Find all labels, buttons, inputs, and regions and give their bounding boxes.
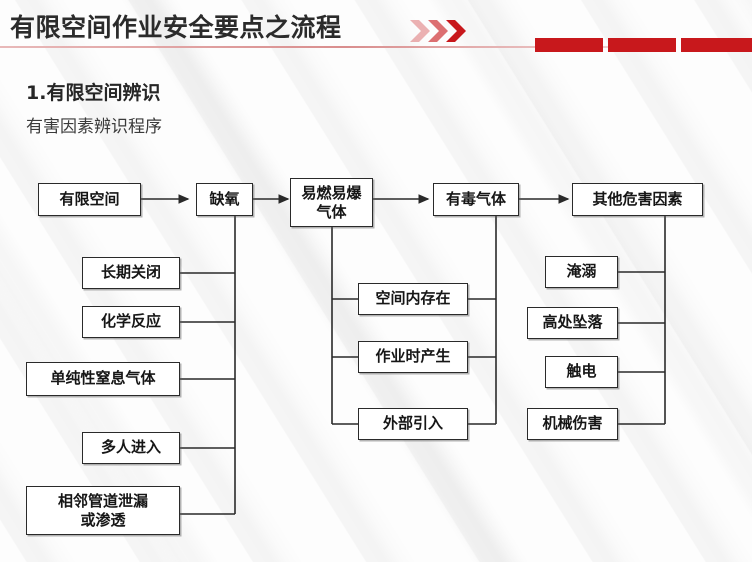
flow-node-oxygen-deficiency[interactable]: 缺氧 xyxy=(196,183,253,216)
flow-node-confined-space[interactable]: 有限空间 xyxy=(38,183,141,216)
flow-node-other-hazard-factors[interactable]: 其他危害因素 xyxy=(572,183,703,216)
section-heading: 1.有限空间辨识 xyxy=(26,82,161,104)
header-accent-blocks xyxy=(535,38,752,52)
flow-node-electric-shock[interactable]: 触电 xyxy=(545,356,618,388)
flow-node-long-term-closure[interactable]: 长期关闭 xyxy=(82,257,180,289)
flow-node-flammable-explosive-gas[interactable]: 易燃易爆 气体 xyxy=(290,178,373,227)
flow-node-fall-from-height[interactable]: 高处坠落 xyxy=(527,307,618,339)
slide-header: 有限空间作业安全要点之流程 xyxy=(0,0,752,56)
header-divider-rule xyxy=(0,46,628,48)
flow-node-introduced-externally[interactable]: 外部引入 xyxy=(358,408,468,440)
flow-node-simple-asphyxiant-gas[interactable]: 单纯性窒息气体 xyxy=(26,362,180,396)
header-accent-block-3 xyxy=(681,38,752,52)
header-accent-block-2 xyxy=(608,38,676,52)
triple-chevron-right-icon xyxy=(408,18,470,44)
flow-node-drowning[interactable]: 淹溺 xyxy=(545,256,618,288)
page-title: 有限空间作业安全要点之流程 xyxy=(10,13,342,42)
flow-node-adjacent-pipe-leak[interactable]: 相邻管道泄漏 或渗透 xyxy=(26,486,180,535)
flow-node-existing-in-space[interactable]: 空间内存在 xyxy=(358,283,468,315)
flow-node-toxic-gas[interactable]: 有毒气体 xyxy=(433,183,519,216)
flow-node-generated-during-work[interactable]: 作业时产生 xyxy=(358,341,468,373)
flow-node-many-people-entering[interactable]: 多人进入 xyxy=(82,432,180,464)
flow-node-chemical-reaction[interactable]: 化学反应 xyxy=(82,306,180,338)
flow-node-mechanical-injury[interactable]: 机械伤害 xyxy=(527,408,618,440)
header-accent-block-1 xyxy=(535,38,603,52)
section-subheading: 有害因素辨识程序 xyxy=(26,117,162,137)
